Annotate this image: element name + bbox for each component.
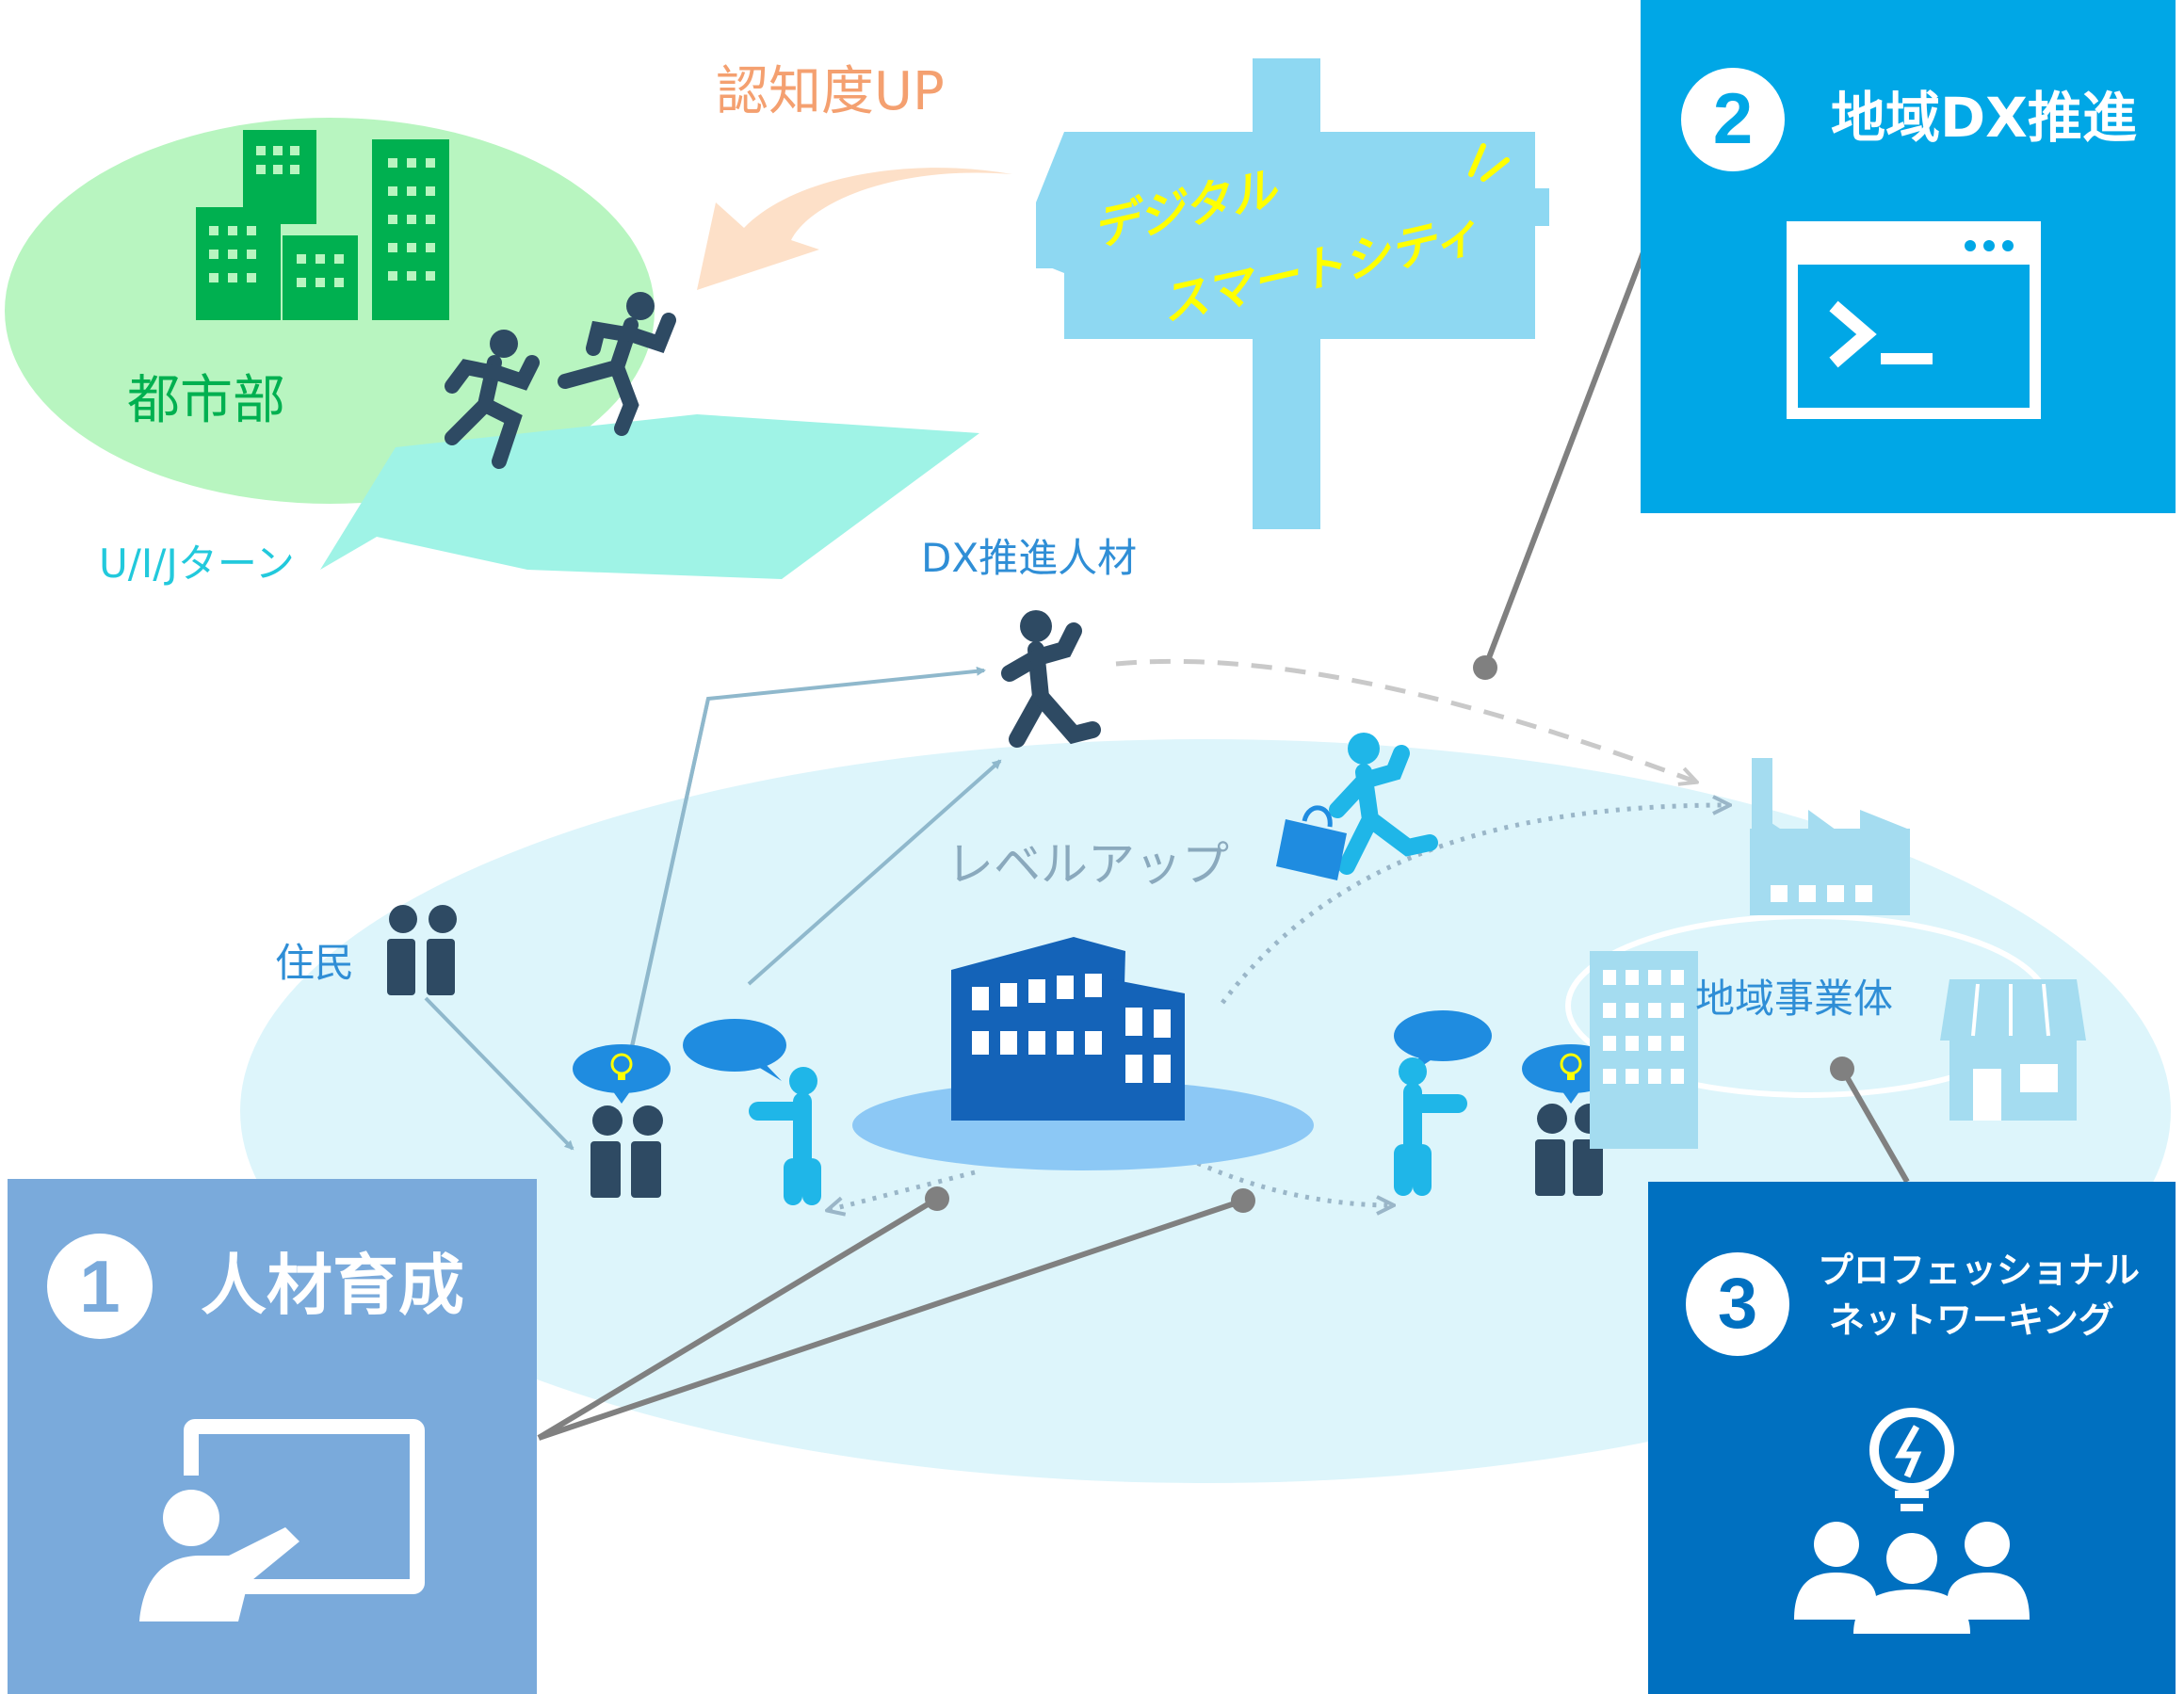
speaker-right-icon: [1394, 1010, 1492, 1196]
residents-label: 住民: [275, 940, 355, 986]
awareness-label: 認知度UP: [716, 61, 945, 122]
panel-professional-networking: 3 プロフェッショナル ネットワーキング: [1648, 1182, 2176, 1694]
signpost-icon: [1036, 58, 1549, 529]
connector-lines: [537, 250, 1910, 1441]
traveler-with-bag-icon: [1276, 733, 1438, 880]
network-bulb-people-icon: [1794, 1408, 2030, 1634]
teacher-whiteboard-icon: [125, 1419, 425, 1621]
panel-3-title-line2: ネットワーキング: [1829, 1299, 2114, 1341]
city-label: 都市部: [127, 370, 285, 431]
awareness-arrow: [697, 168, 1012, 290]
dx-talent-label: DX推進人材: [921, 535, 1138, 581]
panel-human-resources: 1 人材育成: [8, 1179, 537, 1694]
idea-people-left-icon: [590, 1105, 663, 1198]
speaker-left-icon: [683, 1019, 821, 1205]
residents-pair-icon: [387, 905, 457, 995]
local-business-label: 地域事業体: [1695, 976, 1894, 1022]
level-up-label: レベルアップ: [946, 837, 1229, 892]
panel-regional-dx: 2 地域DX推進: [1641, 0, 2176, 513]
company-building-icon: [951, 937, 1185, 1121]
panel-1-number: 1: [47, 1234, 153, 1339]
running-people-icon: [445, 292, 676, 469]
uij-turn-label: U/I/Jターン: [99, 540, 295, 587]
panel-3-number: 3: [1686, 1252, 1789, 1356]
panel-2-title: 地域DX推進: [1831, 86, 2137, 150]
idea-bubble-left: [573, 1044, 671, 1104]
terminal-window-icon: [1787, 221, 2041, 419]
uij-turn-arrow: [320, 414, 979, 579]
dx-talent-figure-icon: [1001, 610, 1101, 748]
office-tower-icon: [1590, 951, 1698, 1149]
shop-icon: [1940, 979, 2086, 1121]
panel-3-title-line1: プロフェッショナル: [1818, 1250, 2141, 1291]
panel-1-title: 人材育成: [201, 1247, 464, 1324]
panel-2-number: 2: [1681, 68, 1785, 171]
